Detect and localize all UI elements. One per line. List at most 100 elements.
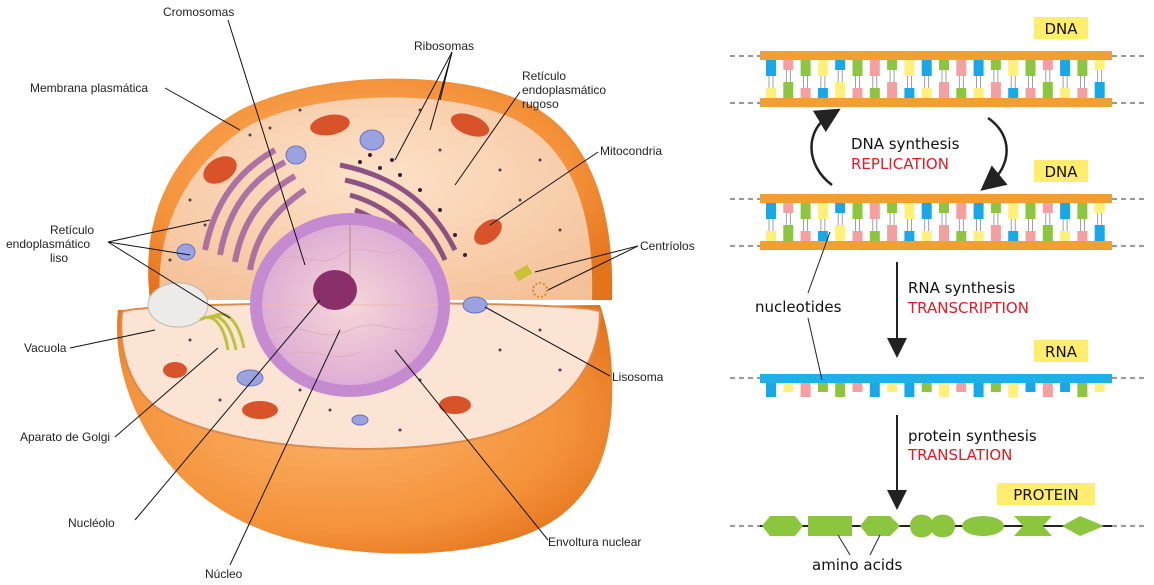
base-bottom <box>1060 231 1071 241</box>
amino-pointer-right <box>869 534 881 556</box>
rna-strand <box>730 374 1145 397</box>
base-bottom <box>766 88 776 98</box>
rna-base <box>1042 383 1053 397</box>
base-bottom <box>990 82 1001 98</box>
transcription-subtitle: TRANSCRIPTION <box>907 299 1029 317</box>
base-bottom <box>852 88 863 98</box>
rna-base <box>869 383 880 397</box>
base-bottom <box>1042 225 1053 241</box>
base-bottom <box>817 88 828 98</box>
base-bottom <box>1077 231 1088 241</box>
cytoplasm-upper <box>159 97 593 300</box>
nucleolus <box>313 270 357 310</box>
base-top <box>904 203 915 219</box>
base-top <box>783 203 794 213</box>
base-top <box>800 60 811 76</box>
base-top <box>817 60 828 76</box>
tag-dna-1 <box>1034 17 1088 39</box>
base-top <box>835 203 846 213</box>
rna-base <box>1077 383 1088 397</box>
base-top <box>1077 60 1088 76</box>
base-bottom <box>904 231 915 241</box>
label-golgi: Aparato de Golgi <box>20 430 110 444</box>
lysosomes <box>176 129 488 426</box>
rna-base <box>939 383 949 397</box>
rna-base <box>835 383 846 397</box>
backbone-top <box>760 194 1112 203</box>
nucleus <box>250 213 450 397</box>
label-ser-1: Retículo <box>50 223 94 237</box>
amino-acid <box>808 516 852 536</box>
base-top <box>1008 60 1019 76</box>
base-top <box>956 203 967 219</box>
base-top <box>887 203 898 213</box>
amino-pointer-left <box>837 534 851 556</box>
base-bottom <box>835 225 846 241</box>
tag-rna <box>1034 340 1088 362</box>
rough-er-ribosomes <box>358 153 467 257</box>
label-nucleo: Núcleo <box>205 567 243 581</box>
label-lisosoma: Lisosoma <box>612 370 664 384</box>
nucleotides-pointer-bottom <box>807 317 823 381</box>
base-bottom <box>783 82 794 98</box>
tag-protein-text: PROTEIN <box>1013 486 1079 504</box>
tag-protein <box>997 483 1095 505</box>
base-bottom <box>1094 82 1105 98</box>
central-dogma: DNA DNA RNA PROTEIN DNA synthesis REPLIC… <box>730 17 1145 574</box>
base-bottom <box>939 225 949 241</box>
base-top <box>835 60 846 70</box>
base-top <box>887 60 898 70</box>
base-bottom <box>887 82 898 98</box>
rna-base <box>1008 383 1019 397</box>
tag-dna-1-text: DNA <box>1044 20 1078 38</box>
rna-base <box>800 383 811 397</box>
rna-base <box>766 383 776 397</box>
base-bottom <box>973 88 984 98</box>
base-bottom <box>800 231 811 241</box>
base-top <box>990 203 1001 213</box>
base-top <box>852 203 863 219</box>
base-top <box>800 203 811 219</box>
rna-base <box>973 383 984 397</box>
amino-acid <box>910 514 955 538</box>
base-top <box>1060 60 1071 76</box>
amino-acid <box>762 516 803 536</box>
rna-base <box>904 383 915 397</box>
base-bottom <box>939 82 949 98</box>
base-bottom <box>783 225 794 241</box>
replication-subtitle: REPLICATION <box>851 155 949 173</box>
rna-base <box>1060 383 1071 392</box>
base-bottom <box>921 231 932 241</box>
rna-base <box>887 383 898 392</box>
translation-title: protein synthesis <box>908 427 1037 445</box>
base-top <box>921 60 932 76</box>
base-top <box>904 60 915 76</box>
golgi <box>199 312 246 351</box>
replication-arrow-left <box>810 108 841 187</box>
smooth-er <box>202 147 307 271</box>
base-top <box>1094 203 1105 213</box>
tag-dna-2 <box>1034 160 1088 182</box>
base-top <box>973 60 984 76</box>
base-bottom <box>835 82 846 98</box>
base-bottom <box>1008 231 1019 241</box>
label-rer-1: Retículo <box>522 69 566 83</box>
vacuole <box>147 282 209 328</box>
tag-dna-2-text: DNA <box>1044 163 1078 181</box>
base-bottom <box>1077 88 1088 98</box>
label-cromosomas: Cromosomas <box>163 5 234 19</box>
label-ribosomas: Ribosomas <box>414 39 474 53</box>
transcription-title: RNA synthesis <box>908 279 1015 297</box>
base-bottom <box>887 225 898 241</box>
base-bottom <box>956 88 967 98</box>
base-top <box>939 203 949 213</box>
base-bottom <box>817 231 828 241</box>
base-top <box>766 60 776 76</box>
label-rer-3: rugoso <box>522 97 559 111</box>
mitochondria <box>163 113 502 419</box>
label-mitocondria: Mitocondria <box>600 144 662 158</box>
base-top <box>817 203 828 219</box>
dna-double-strand-2 <box>730 194 1145 250</box>
